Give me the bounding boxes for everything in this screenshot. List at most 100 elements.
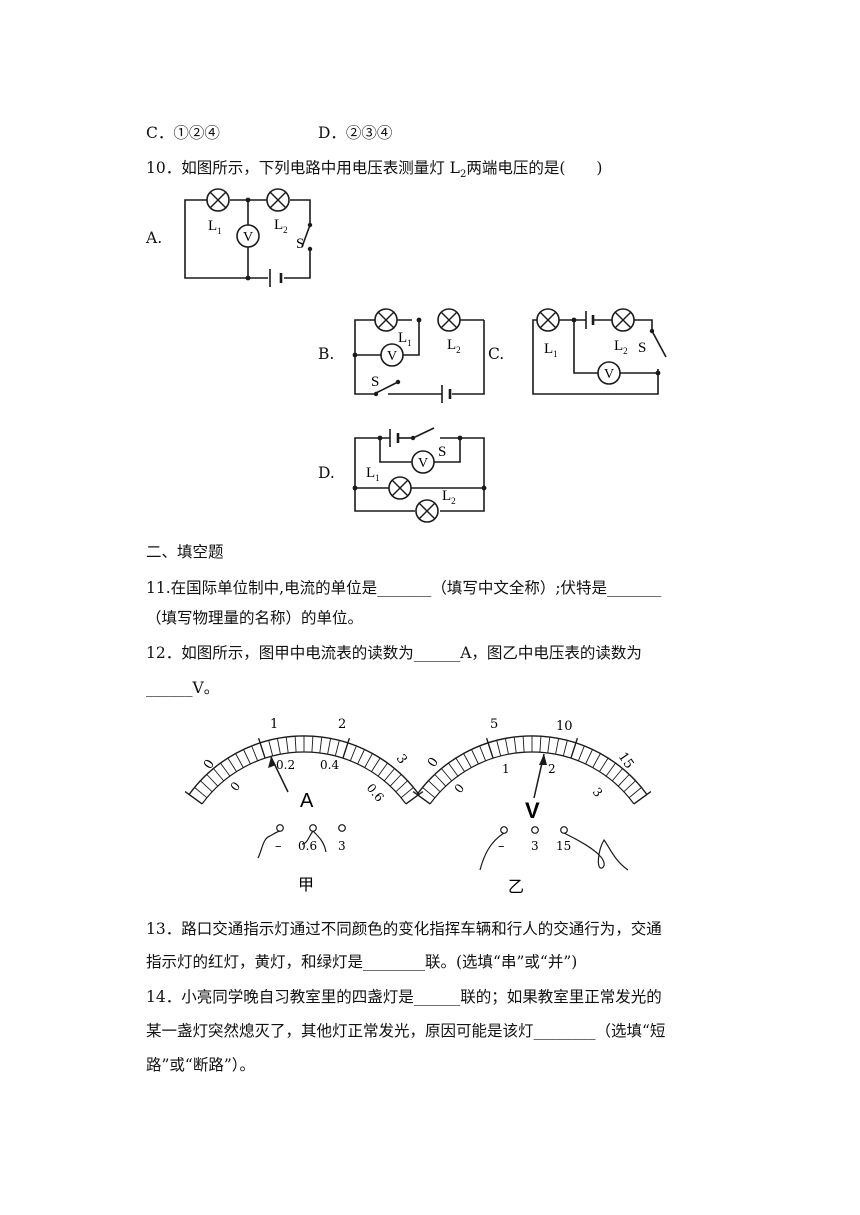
- ammeter-scale-tick: [194, 787, 208, 799]
- lamp-l2-symbol: [415, 499, 439, 523]
- circuit-diagram-b: V L1 L2 S: [352, 308, 485, 403]
- ammeter-scale-tick: [357, 749, 365, 765]
- ammeter-scale-tick: [342, 737, 351, 759]
- ammeter-bottom-tick: 0.6: [364, 781, 387, 805]
- voltmeter-bottom-tick: 2: [548, 762, 556, 776]
- voltmeter-scale-tick: [485, 737, 494, 759]
- q12-line2: ______V。: [146, 679, 220, 697]
- voltmeter-scale-tick: [522, 736, 525, 753]
- circuit-diagram-d: V L1 L2 S: [352, 427, 487, 523]
- ammeter-scale-tick: [371, 757, 381, 772]
- q14-line2: 某一盏灯突然熄灭了，其他灯正常发光，原因可能是该灯________（选填“短: [146, 1022, 666, 1040]
- lamp-l2-symbol: [266, 188, 290, 212]
- ammeter-scale-tick: [311, 736, 314, 753]
- lamp-l2-symbol: [437, 308, 461, 332]
- voltmeter-scale-tick: [455, 757, 465, 772]
- voltmeter-terminal-label: 15: [556, 839, 571, 853]
- q10-label-b: B.: [318, 345, 335, 363]
- voltmeter-top-tick: 10: [556, 719, 573, 734]
- ammeter-scale-tick: [349, 745, 357, 761]
- ammeter-scale-tick: [184, 791, 203, 805]
- ammeter-scale-tick: [257, 737, 266, 759]
- ammeter-scale-tick: [220, 762, 231, 777]
- voltmeter-scale-tick: [463, 753, 472, 768]
- q10-stem: 10．如图所示，下列电路中用电压表测量灯 L2两端电压的是( ): [146, 156, 602, 180]
- ammeter-scale-tick: [383, 768, 395, 782]
- ammeter-terminal-label: 3: [338, 839, 346, 853]
- voltmeter-scale-tick: [496, 740, 502, 757]
- switch-label: S: [371, 374, 379, 390]
- l1-label: L1: [208, 218, 222, 236]
- voltmeter-scale-tick: [592, 753, 601, 768]
- voltmeter-scale-tick: [562, 740, 568, 757]
- lamp-l1-symbol: [206, 188, 230, 212]
- ammeter-top-tick: 0: [201, 757, 218, 772]
- voltmeter-symbol: V: [597, 361, 621, 385]
- voltmeter-scale-tick: [504, 738, 509, 755]
- voltmeter-scale-tick: [633, 791, 652, 805]
- ammeter-scale-tick: [405, 791, 424, 805]
- voltmeter-top-tick: 0: [425, 755, 442, 770]
- lamp-l1-symbol: [536, 308, 560, 332]
- voltmeter-scale-tick: [623, 780, 636, 793]
- q14-line1: 14．小亮同学晚自习教室里的四盏灯是______联的；如果教室里正常发光的: [146, 988, 662, 1006]
- voltmeter-caption: 乙: [508, 877, 524, 896]
- voltmeter-scale-tick: [611, 768, 623, 782]
- voltmeter-symbol: V: [411, 450, 435, 474]
- ammeter-terminal-label: 0.6: [298, 839, 317, 853]
- ammeter-scale-tick: [206, 774, 219, 787]
- ammeter-unit: A: [300, 790, 314, 812]
- ammeter-bottom-tick: 0.2: [276, 758, 295, 772]
- ammeter-scale-tick: [268, 740, 274, 757]
- l2-label: L2: [447, 337, 461, 355]
- q10-stem-sub: 2: [459, 169, 467, 181]
- voltmeter-scale-tick: [628, 787, 642, 799]
- lamp-l1-symbol: [388, 476, 412, 500]
- ammeter-scale-tick: [389, 774, 402, 787]
- l1-label: L1: [366, 465, 380, 483]
- voltmeter-label: V: [604, 367, 614, 382]
- circuit-diagram-a: V L1 L2 S: [184, 188, 313, 287]
- ammeter-scale-tick: [327, 738, 332, 755]
- ammeter-scale-tick: [213, 768, 225, 782]
- voltmeter-scale-tick: [412, 791, 431, 805]
- q10-stem-pre: 10．如图所示，下列电路中用电压表测量灯 L: [146, 159, 460, 177]
- voltmeter-scale-tick: [513, 737, 517, 754]
- ammeter-terminal-label: –: [275, 839, 282, 854]
- switch-label: S: [438, 444, 446, 460]
- voltmeter-terminal-label: –: [498, 839, 505, 854]
- voltmeter-bottom-tick: 0: [452, 781, 468, 796]
- voltmeter-scale-tick: [448, 762, 459, 777]
- voltmeter-scale-tick: [555, 738, 560, 755]
- voltmeter-scale-tick: [422, 787, 436, 799]
- ammeter-caption: 甲: [298, 875, 314, 894]
- ammeter-bottom-tick: 0: [228, 779, 244, 794]
- voltmeter-scale-tick: [547, 737, 551, 754]
- q13-line2: 指示灯的红灯，黄灯，和绿灯是________联。(选填“串”或“并”): [146, 953, 578, 971]
- ammeter-scale-tick: [294, 736, 297, 753]
- l2-label: L2: [614, 338, 628, 356]
- l2-label: L2: [274, 217, 288, 235]
- ammeter-scale-tick: [400, 787, 414, 799]
- voltmeter-scale-tick: [441, 768, 453, 782]
- voltmeter-scale-tick: [577, 745, 585, 761]
- voltmeter-scale-tick: [471, 749, 479, 765]
- ammeter-scale-tick: [276, 738, 281, 755]
- l1-label: L1: [398, 330, 412, 348]
- voltmeter-symbol: V: [236, 224, 260, 248]
- voltmeter-unit: V: [525, 798, 540, 823]
- ammeter-scale-tick: [319, 737, 323, 754]
- ammeter-bottom-tick: 0.4: [320, 758, 339, 772]
- ammeter-scale-tick: [243, 749, 251, 765]
- voltmeter-label: V: [387, 349, 397, 364]
- voltmeter-scale-tick: [599, 757, 609, 772]
- voltmeter-scale-tick: [605, 762, 616, 777]
- ammeter-scale-tick: [395, 780, 408, 793]
- ammeter-scale-tick: [227, 757, 237, 772]
- voltmeter-scale-tick: [434, 774, 447, 787]
- voltmeter-top-tick: 15: [615, 750, 637, 772]
- voltmeter-dial: 0 5 10 15 0 1 2 3 V – 3 15 乙: [412, 717, 652, 896]
- ammeter-top-tick: 3: [393, 752, 410, 767]
- voltmeter-bottom-tick: 3: [590, 785, 606, 800]
- ammeter-scale-tick: [235, 753, 244, 768]
